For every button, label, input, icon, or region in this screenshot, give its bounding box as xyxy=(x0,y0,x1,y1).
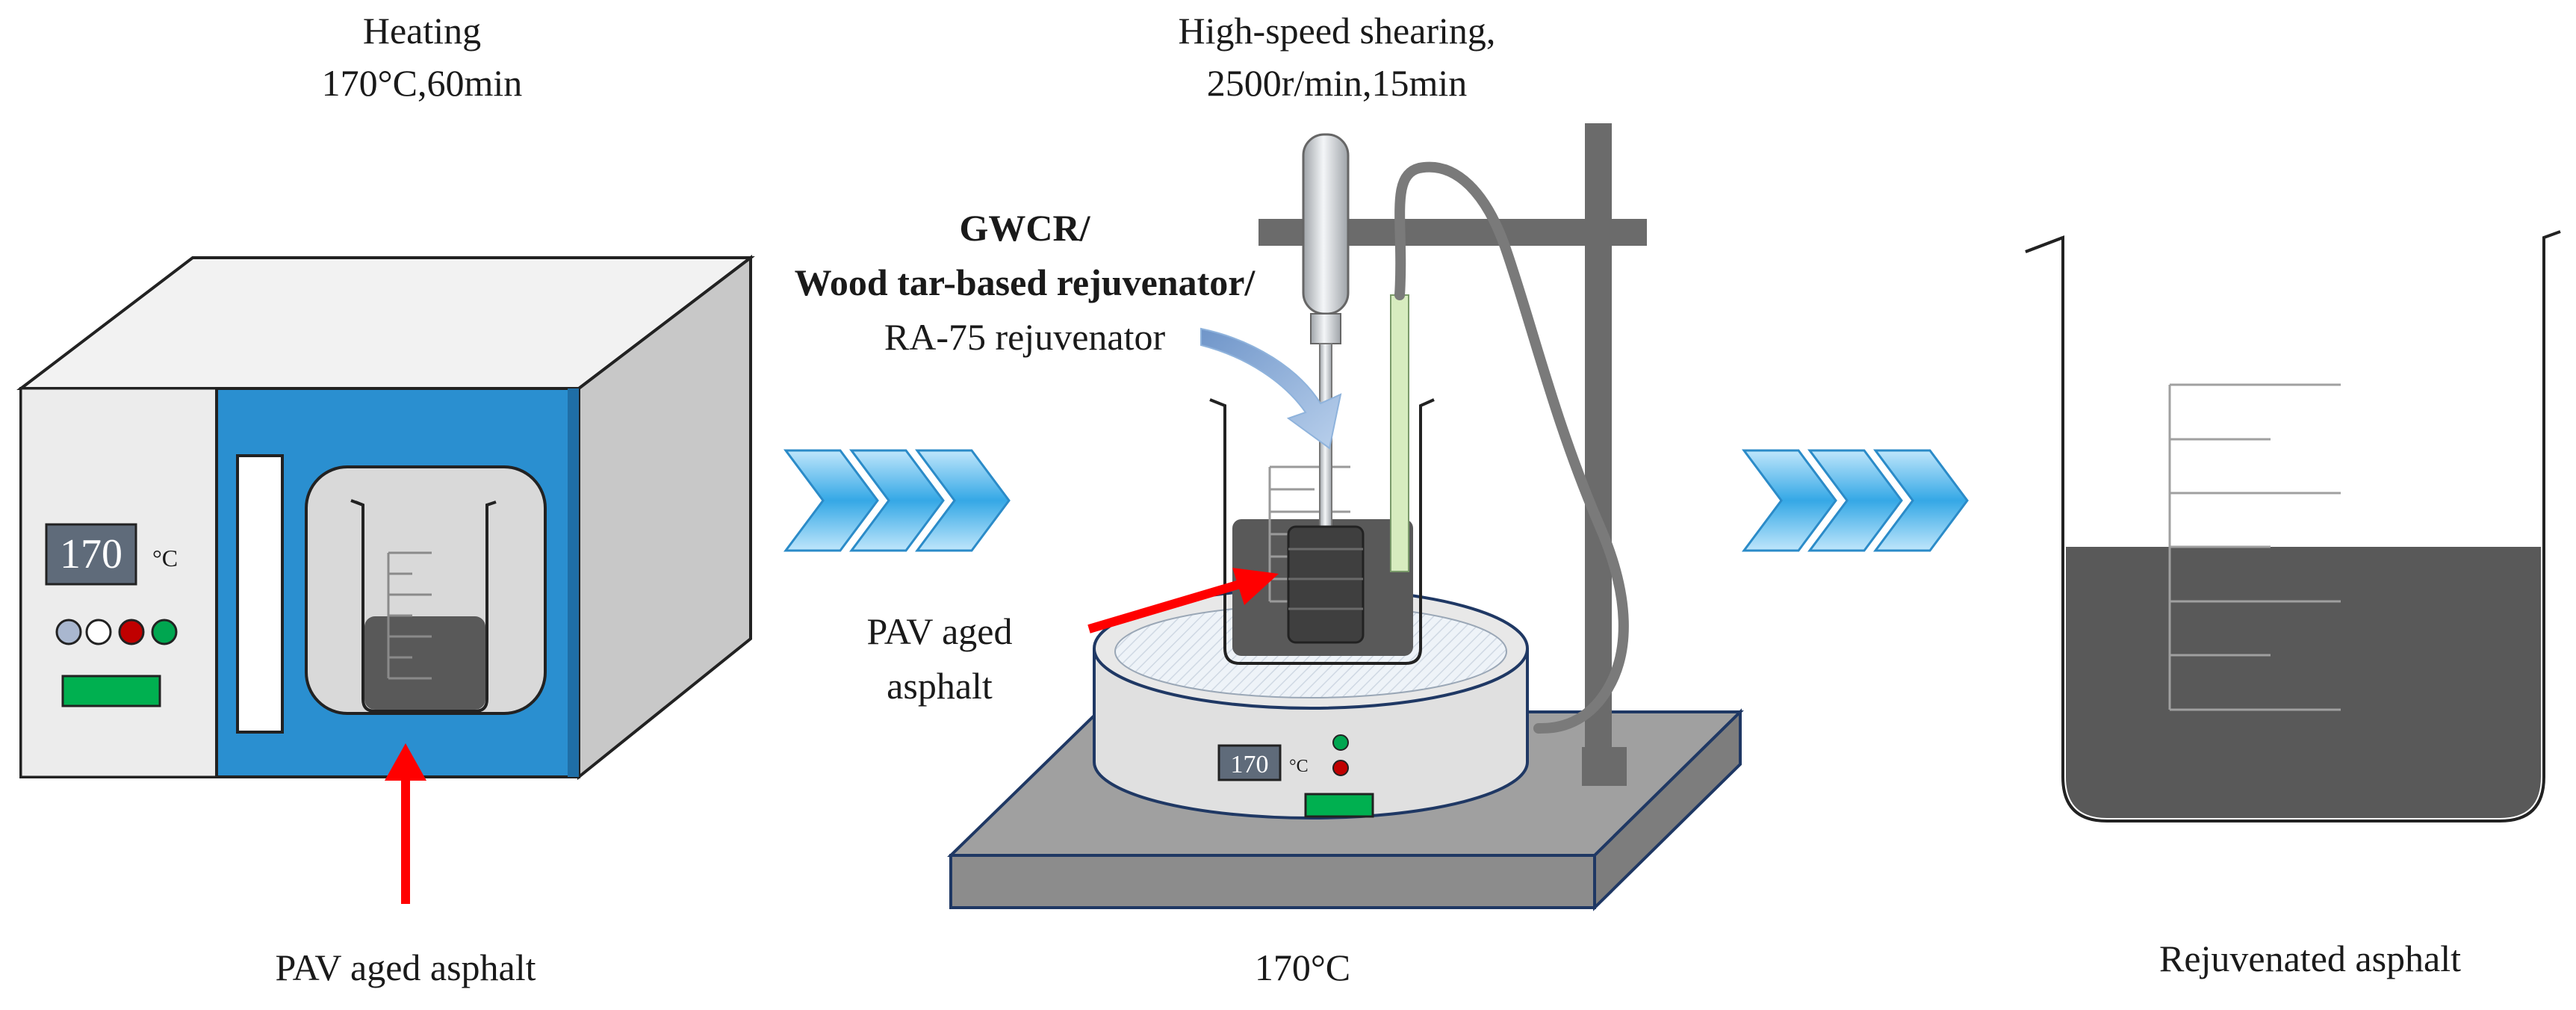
step2-caption: 170°C xyxy=(1255,947,1350,988)
asphalt-label-line2: asphalt xyxy=(887,665,993,707)
oven-slot xyxy=(61,675,161,707)
bath-led-green[interactable] xyxy=(1332,734,1349,751)
bath-display-value: 170 xyxy=(1231,751,1269,778)
oven-beaker xyxy=(350,499,497,713)
additive-label-line3: RA-75 rejuvenator xyxy=(884,316,1166,358)
oven-knob-green[interactable] xyxy=(151,619,178,645)
shearer-head xyxy=(1287,525,1365,644)
bath-slot xyxy=(1304,793,1374,818)
hot-plate-front xyxy=(949,854,1596,909)
chevron-icon xyxy=(783,449,879,552)
additive-label-line1: GWCR/ xyxy=(960,207,1091,249)
red-arrow-oven xyxy=(385,743,426,904)
oven-door-edge xyxy=(568,388,579,777)
high-speed-shearer xyxy=(1287,133,1365,644)
temperature-display xyxy=(45,523,137,586)
step2-title-line1: High-speed shearing, xyxy=(1179,10,1496,52)
oven-display-unit: °C xyxy=(152,545,178,571)
asphalt-label-line1: PAV aged xyxy=(867,610,1013,652)
red-arrow-asphalt xyxy=(1087,568,1279,633)
chevron-icon xyxy=(849,449,945,552)
additive-label-line2: Wood tar-based rejuvenator/ xyxy=(795,261,1256,303)
additive-callout-arrow xyxy=(1200,327,1342,450)
thermometer-probe xyxy=(1390,294,1409,572)
shearer-motor xyxy=(1302,133,1350,315)
process-arrow-1 xyxy=(783,449,1011,552)
bath-led-red[interactable] xyxy=(1332,760,1349,776)
chevron-icon xyxy=(1873,449,1969,552)
shearing-setup: 170 °C xyxy=(947,123,1744,911)
rejuvenated-asphalt-fill xyxy=(2066,547,2541,818)
oven-knob-blue[interactable] xyxy=(55,619,82,645)
oven: 170 °C xyxy=(16,254,755,781)
oven-knob-red[interactable] xyxy=(118,619,145,645)
process-arrow-2 xyxy=(1742,449,1969,552)
step1-caption: PAV aged asphalt xyxy=(275,947,536,988)
step2-title-line2: 2500r/min,15min xyxy=(1207,62,1468,104)
hot-plate-side xyxy=(1593,708,1742,911)
bath-display-unit: °C xyxy=(1289,757,1309,776)
oven-door-handle[interactable] xyxy=(236,454,284,734)
result-beaker xyxy=(2025,230,2561,822)
step3-caption: Rejuvenated asphalt xyxy=(2159,938,2461,979)
chevron-icon xyxy=(1807,449,1903,552)
probe-cable xyxy=(1394,161,1629,734)
chevron-icon xyxy=(915,449,1011,552)
step1-title-line1: Heating xyxy=(363,10,481,52)
oven-knob-white[interactable] xyxy=(85,619,112,645)
oven-display-value: 170 xyxy=(60,531,122,577)
bath-display xyxy=(1217,744,1282,781)
chevron-icon xyxy=(1742,449,1837,552)
step1-title-line2: 170°C,60min xyxy=(322,62,523,104)
